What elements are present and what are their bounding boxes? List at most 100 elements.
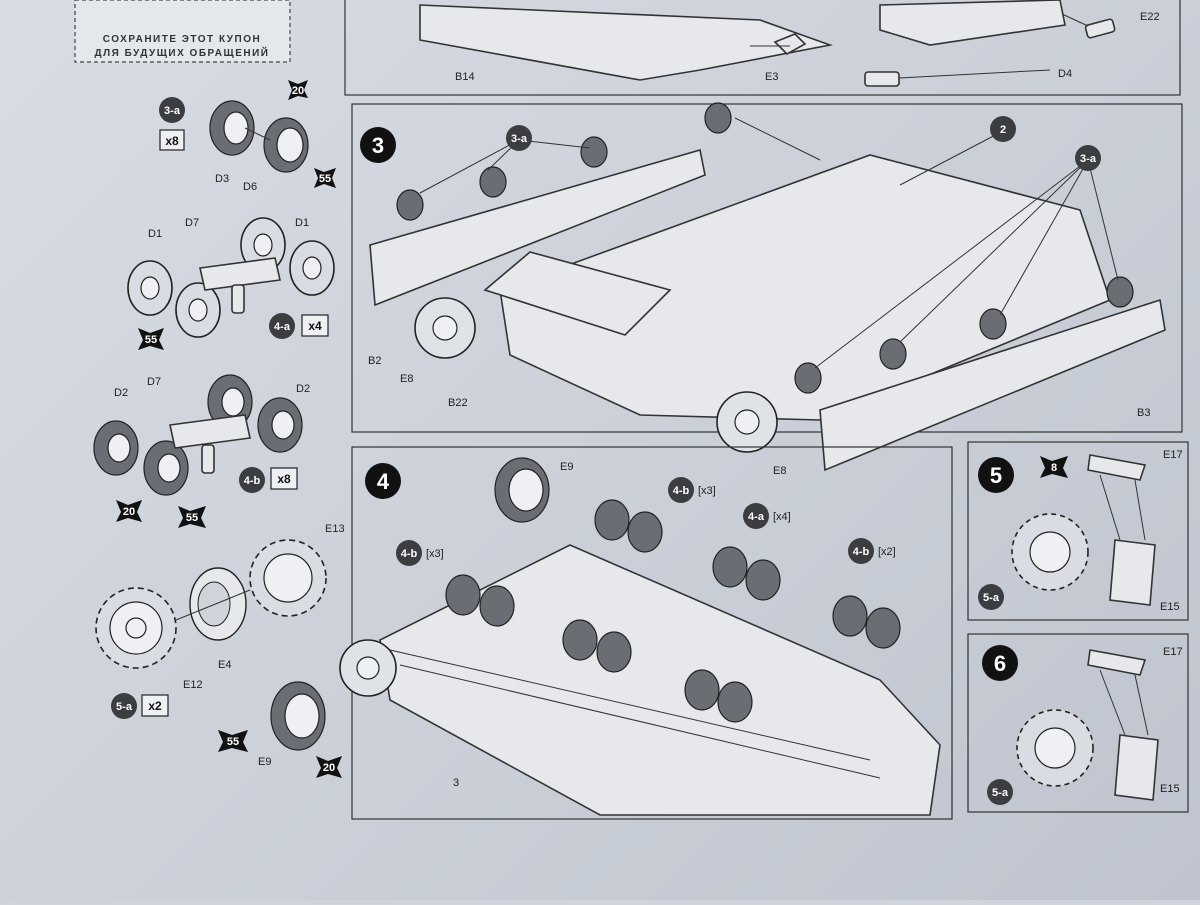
step5-track-link-e15	[1109, 539, 1156, 606]
hull-body	[499, 154, 1111, 421]
step5-badge-5a-text: 5-a	[983, 592, 1000, 604]
step4-callout-4-text: 4-b	[853, 546, 870, 558]
step4-callout-3-text: 4-b	[401, 548, 418, 560]
step4-callout-4-badge	[848, 538, 874, 564]
step4-callout-1-qty: [x3]	[698, 485, 716, 497]
step3-badge-3a-2-text: 3-a	[1080, 153, 1097, 165]
step6-label-e15: E15	[1160, 783, 1180, 795]
step-4-number: 4	[377, 469, 390, 494]
label-d7-4a: D7	[185, 217, 199, 229]
step5-label-e15: E15	[1160, 601, 1180, 613]
label-d7-4b: D7	[147, 376, 161, 388]
step3-badge-2	[990, 116, 1016, 142]
star-55-5a-text: 55	[227, 736, 239, 748]
step-6-panel: 6 E17 E15 5-a	[967, 633, 1189, 813]
subassembly-5a: E13 E12 E4 E9 5-a x2 55 20	[95, 523, 345, 778]
coupon-box: СОХРАНИТЕ ЭТОТ КУПОН ДЛЯ БУДУЩИХ ОБРАЩЕН…	[74, 0, 291, 63]
hull-floor-part	[419, 4, 834, 81]
part-d4-shape	[864, 71, 900, 87]
label-b2: B2	[368, 355, 381, 367]
step3-badge-3a-1	[506, 125, 532, 151]
star-badge-55	[314, 168, 336, 188]
step-5-number: 5	[990, 463, 1002, 488]
qty-x2-text: x2	[148, 699, 162, 713]
step4-callout-2-badge	[743, 503, 769, 529]
label-d6: D6	[243, 181, 257, 193]
step6-label-e17: E17	[1163, 646, 1183, 658]
previous-step-frame: B14 E3 D4 E22	[344, 0, 1181, 96]
qty-x8-text: x8	[165, 134, 179, 148]
label-hull-3: 3	[453, 777, 459, 789]
step6-badge-5a-text: 5-a	[992, 787, 1009, 799]
step3-badge-3a-1-text: 3-a	[511, 133, 528, 145]
qty-x8-4b-text: x8	[277, 472, 291, 486]
step5-star-8	[1040, 456, 1068, 478]
label-b3: B3	[1137, 407, 1150, 419]
step6-track-link-e15	[1114, 734, 1159, 801]
step-5-number-badge	[978, 457, 1014, 493]
star-badge-20-4b	[116, 500, 142, 522]
label-b14: B14	[455, 71, 475, 83]
label-d3: D3	[215, 173, 229, 185]
star-badge-55-4a	[138, 328, 164, 350]
qty-box-x4	[301, 314, 329, 337]
part-e3-shape	[773, 33, 807, 55]
qty-box-x8	[159, 129, 185, 151]
badge-4a-text: 4-a	[274, 321, 291, 333]
qty-x4-text: x4	[308, 319, 322, 333]
step5-label-e17: E17	[1163, 449, 1183, 461]
star-20-5a-text: 20	[323, 762, 335, 774]
side-panel-b3	[819, 298, 1166, 472]
step-3-number: 3	[372, 133, 384, 158]
badge-3a-text: 3-a	[164, 105, 181, 117]
label-e4: E4	[218, 659, 231, 671]
hull-side-step4	[379, 544, 941, 816]
label-d2-left: D2	[114, 387, 128, 399]
star-badge-55-5a	[218, 730, 248, 752]
star-20-text: 20	[292, 85, 304, 97]
step6-badge-5a	[987, 779, 1013, 805]
star-20-4b-text: 20	[123, 506, 135, 518]
step-4-panel: 4 E9 3 4-b [x3] 4-a [x4] 4-b [x3] 4-b	[339, 446, 953, 820]
step5-star-8-text: 8	[1051, 462, 1057, 474]
label-b22: B22	[448, 397, 468, 409]
label-d4: D4	[1058, 68, 1072, 80]
label-e22: E22	[1140, 11, 1160, 23]
label-d1-top: D1	[295, 217, 309, 229]
subassembly-4b: D7 D2 D2 20 55 4-b x8	[93, 374, 310, 528]
step4-callout-2-text: 4-a	[748, 511, 765, 523]
label-d1-left: D1	[148, 228, 162, 240]
label-e9-step4: E9	[560, 461, 573, 473]
step-4-number-badge	[365, 463, 401, 499]
badge-4b-text: 4-b	[244, 475, 261, 487]
coupon-line1: СОХРАНИТЕ ЭТОТ КУПОН	[103, 34, 261, 45]
step-6-number: 6	[994, 651, 1006, 676]
step-3-panel: 3	[351, 102, 1183, 477]
coupon-line2: ДЛЯ БУДУЩИХ ОБРАЩЕНИЙ	[95, 46, 270, 59]
side-panel-b2	[369, 148, 706, 307]
step4-callout-3-qty: [x3]	[426, 548, 444, 560]
qty-box-x8-4b	[270, 467, 298, 490]
badge-5a	[111, 693, 137, 719]
label-e12: E12	[183, 679, 203, 691]
step6-track-link-e17	[1087, 649, 1147, 676]
part-e22-shape	[1084, 18, 1116, 39]
badge-4a	[269, 313, 295, 339]
bogie-d7	[199, 257, 281, 291]
deck-plate-b22	[483, 251, 672, 336]
badge-4b	[239, 467, 265, 493]
step5-track-link-e17	[1087, 454, 1147, 481]
star-badge-20	[288, 80, 308, 100]
label-d2-right: D2	[296, 383, 310, 395]
bogie-d7-4b	[169, 414, 251, 449]
label-e3: E3	[765, 71, 778, 83]
step4-callout-3-badge	[396, 540, 422, 566]
step-6-number-badge	[982, 645, 1018, 681]
star-badge-20-5a	[316, 756, 342, 778]
step4-callout-4-qty: [x2]	[878, 546, 896, 558]
step3-badge-3a-2	[1075, 145, 1101, 171]
badge-5a-text: 5-a	[116, 701, 133, 713]
road-wheel-bogies	[445, 499, 901, 723]
